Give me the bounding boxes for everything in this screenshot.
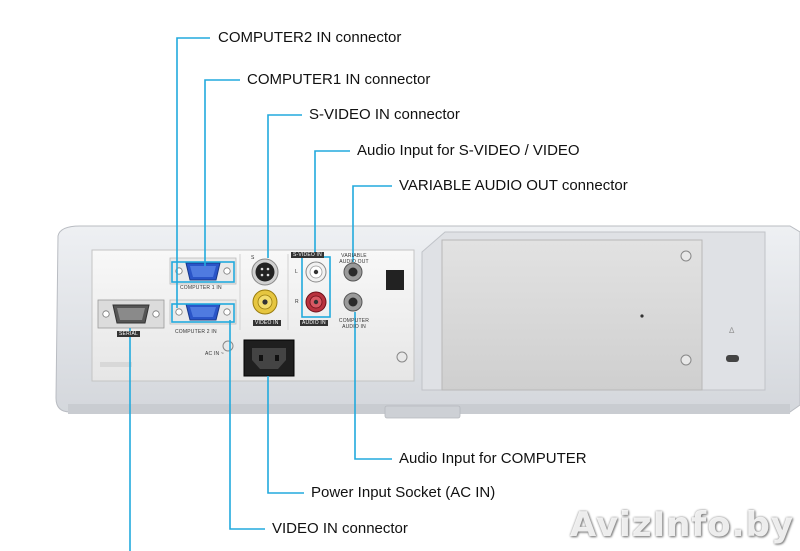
audio-in-label: AUDIO IN (300, 320, 328, 326)
audio-r-label: R (295, 299, 299, 305)
watermark: AvizInfo.by (569, 505, 794, 545)
computer2-label: COMPUTER 2 IN (175, 329, 217, 335)
svideo-in-label: S-VIDEO IN (291, 252, 324, 258)
svideo-in-port (251, 258, 279, 286)
serial-label: SERIAL (117, 331, 140, 337)
callout-audio-computer: Audio Input for COMPUTER (399, 450, 587, 467)
ac-in-label: AC IN ~ (205, 351, 225, 357)
highlight-computer2 (171, 303, 235, 323)
audio-l-label: L (295, 269, 298, 275)
video-in-label: VIDEO IN (253, 320, 281, 326)
ir-sensor (386, 270, 404, 290)
leader-line-video-in (229, 320, 265, 530)
leader-line-svideo (267, 114, 302, 258)
door-screw-icon (680, 250, 692, 262)
variable-audio-out-port (343, 262, 363, 282)
leader-line-power-input (267, 376, 304, 494)
callout-computer1-in: COMPUTER1 IN connector (247, 71, 431, 88)
serial-port (97, 299, 165, 329)
leader-line-variable-audio-out (352, 185, 392, 262)
leader-line-computer2 (176, 37, 210, 308)
video-in-port (252, 289, 278, 315)
model-sticker (100, 362, 132, 367)
door-screw-icon (680, 354, 692, 366)
audio-in-right-port (305, 291, 327, 313)
callout-svideo-in: S-VIDEO IN connector (309, 106, 460, 123)
variable-audio-out-label: VARIABLE AUDIO OUT (339, 253, 369, 265)
panel-screw-icon (222, 340, 234, 352)
computer-audio-in-label: COMPUTER AUDIO IN (338, 318, 370, 330)
callout-video-in: VIDEO IN connector (272, 520, 408, 537)
callout-power-input: Power Input Socket (AC IN) (311, 484, 496, 501)
audio-in-left-port (305, 261, 327, 283)
callout-variable-audio-out: VARIABLE AUDIO OUT connector (399, 177, 628, 194)
callout-computer2-in: COMPUTER2 IN connector (218, 29, 402, 46)
svideo-s-label: S (251, 255, 255, 261)
computer1-label: COMPUTER 1 IN (180, 285, 222, 291)
leader-line-audio-svideo (314, 150, 350, 257)
leader-line-computer1 (204, 79, 240, 266)
housing-foot (384, 405, 461, 419)
highlight-computer1 (171, 261, 235, 283)
lamp-door (441, 239, 703, 391)
door-center-dot (640, 314, 644, 318)
kensington-slot-icon (726, 355, 739, 362)
panel-screw-icon (396, 351, 408, 363)
computer-audio-in-port (343, 292, 363, 312)
ac-in-socket (243, 339, 295, 377)
callout-audio-svideo-video: Audio Input for S-VIDEO / VIDEO (357, 142, 580, 159)
lock-icon: ∆ (728, 326, 735, 335)
leader-line-audio-computer (354, 312, 392, 460)
